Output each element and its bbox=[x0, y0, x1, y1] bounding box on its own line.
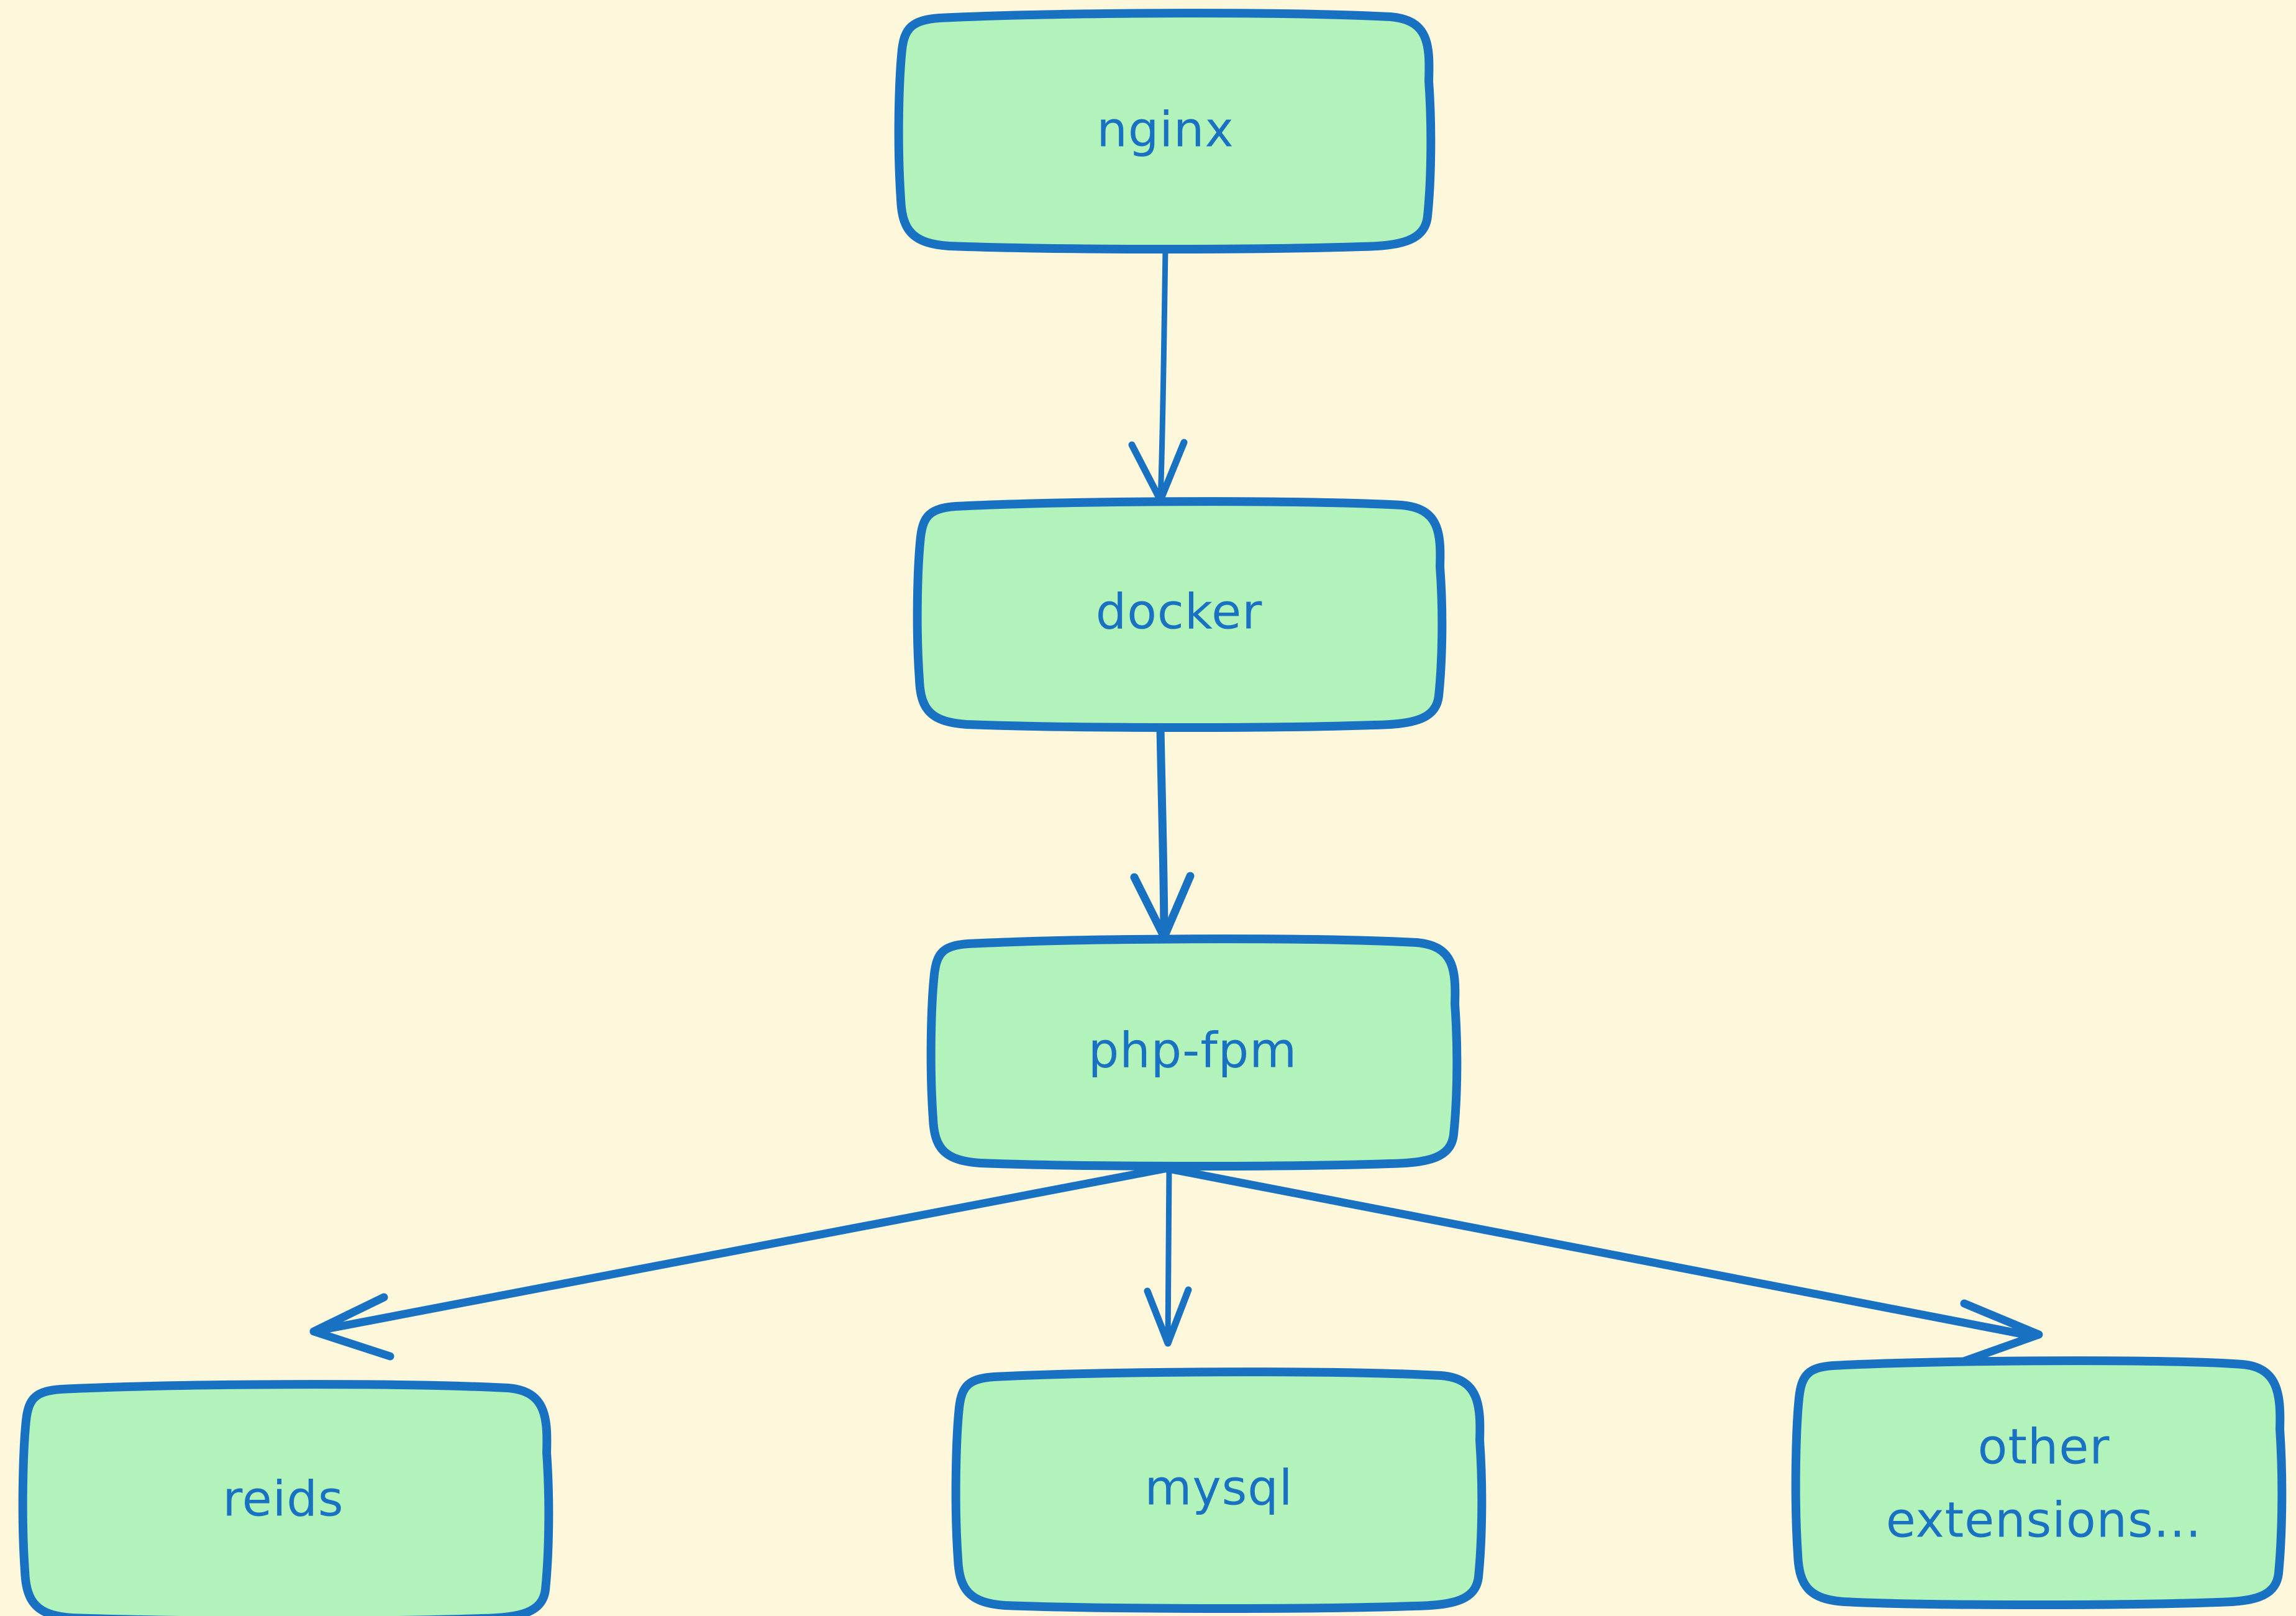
node-other-extensions-shape bbox=[1791, 1356, 2287, 1610]
edge-line-docker-phpfpm bbox=[1156, 724, 1168, 941]
edge-phpfpm-to-reids bbox=[309, 1164, 1172, 1361]
node-docker-shape bbox=[913, 497, 1447, 733]
node-other-extensions-label-line1: other bbox=[1978, 1419, 2110, 1475]
edge-line-phpfpm-reids bbox=[319, 1164, 1172, 1334]
edge-line-nginx-docker bbox=[1157, 245, 1168, 503]
node-reids-shape bbox=[18, 1380, 554, 1616]
node-mysql-label: mysql bbox=[1145, 1460, 1293, 1516]
edge-phpfpm-to-other bbox=[1167, 1165, 2043, 1366]
edges-layer bbox=[309, 245, 2043, 1366]
node-reids-label: reids bbox=[222, 1471, 344, 1527]
node-mysql[interactable]: mysql bbox=[951, 1367, 1487, 1614]
edge-phpfpm-to-mysql bbox=[1144, 1165, 1192, 1347]
node-php-fpm-label: php-fpm bbox=[1088, 1023, 1298, 1079]
node-nginx[interactable]: nginx bbox=[894, 9, 1436, 254]
node-docker[interactable]: docker bbox=[913, 497, 1447, 733]
node-mysql-shape bbox=[951, 1367, 1487, 1614]
arrowhead-phpfpm-mysql bbox=[1144, 1286, 1192, 1347]
node-docker-label: docker bbox=[1096, 584, 1263, 640]
edge-line-phpfpm-other bbox=[1167, 1165, 2036, 1340]
arrowhead-phpfpm-other bbox=[1957, 1299, 2043, 1366]
edge-line-phpfpm-mysql bbox=[1165, 1165, 1172, 1345]
node-nginx-label: nginx bbox=[1096, 102, 1234, 158]
edge-docker-to-phpfpm bbox=[1130, 724, 1195, 941]
node-other-extensions-label-line2: extensions... bbox=[1886, 1492, 2202, 1548]
node-other-extensions[interactable]: other extensions... bbox=[1791, 1356, 2287, 1610]
arrowhead-nginx-docker bbox=[1128, 439, 1188, 504]
arrowhead-phpfpm-reids bbox=[309, 1293, 394, 1361]
node-nginx-shape bbox=[894, 9, 1436, 254]
edge-nginx-to-docker bbox=[1128, 245, 1188, 504]
node-php-fpm[interactable]: php-fpm bbox=[926, 934, 1462, 1171]
node-reids[interactable]: reids bbox=[18, 1380, 554, 1616]
node-php-fpm-shape bbox=[926, 934, 1462, 1171]
nodes-layer: nginx docker php-fpm reids mysql bbox=[18, 9, 2287, 1616]
